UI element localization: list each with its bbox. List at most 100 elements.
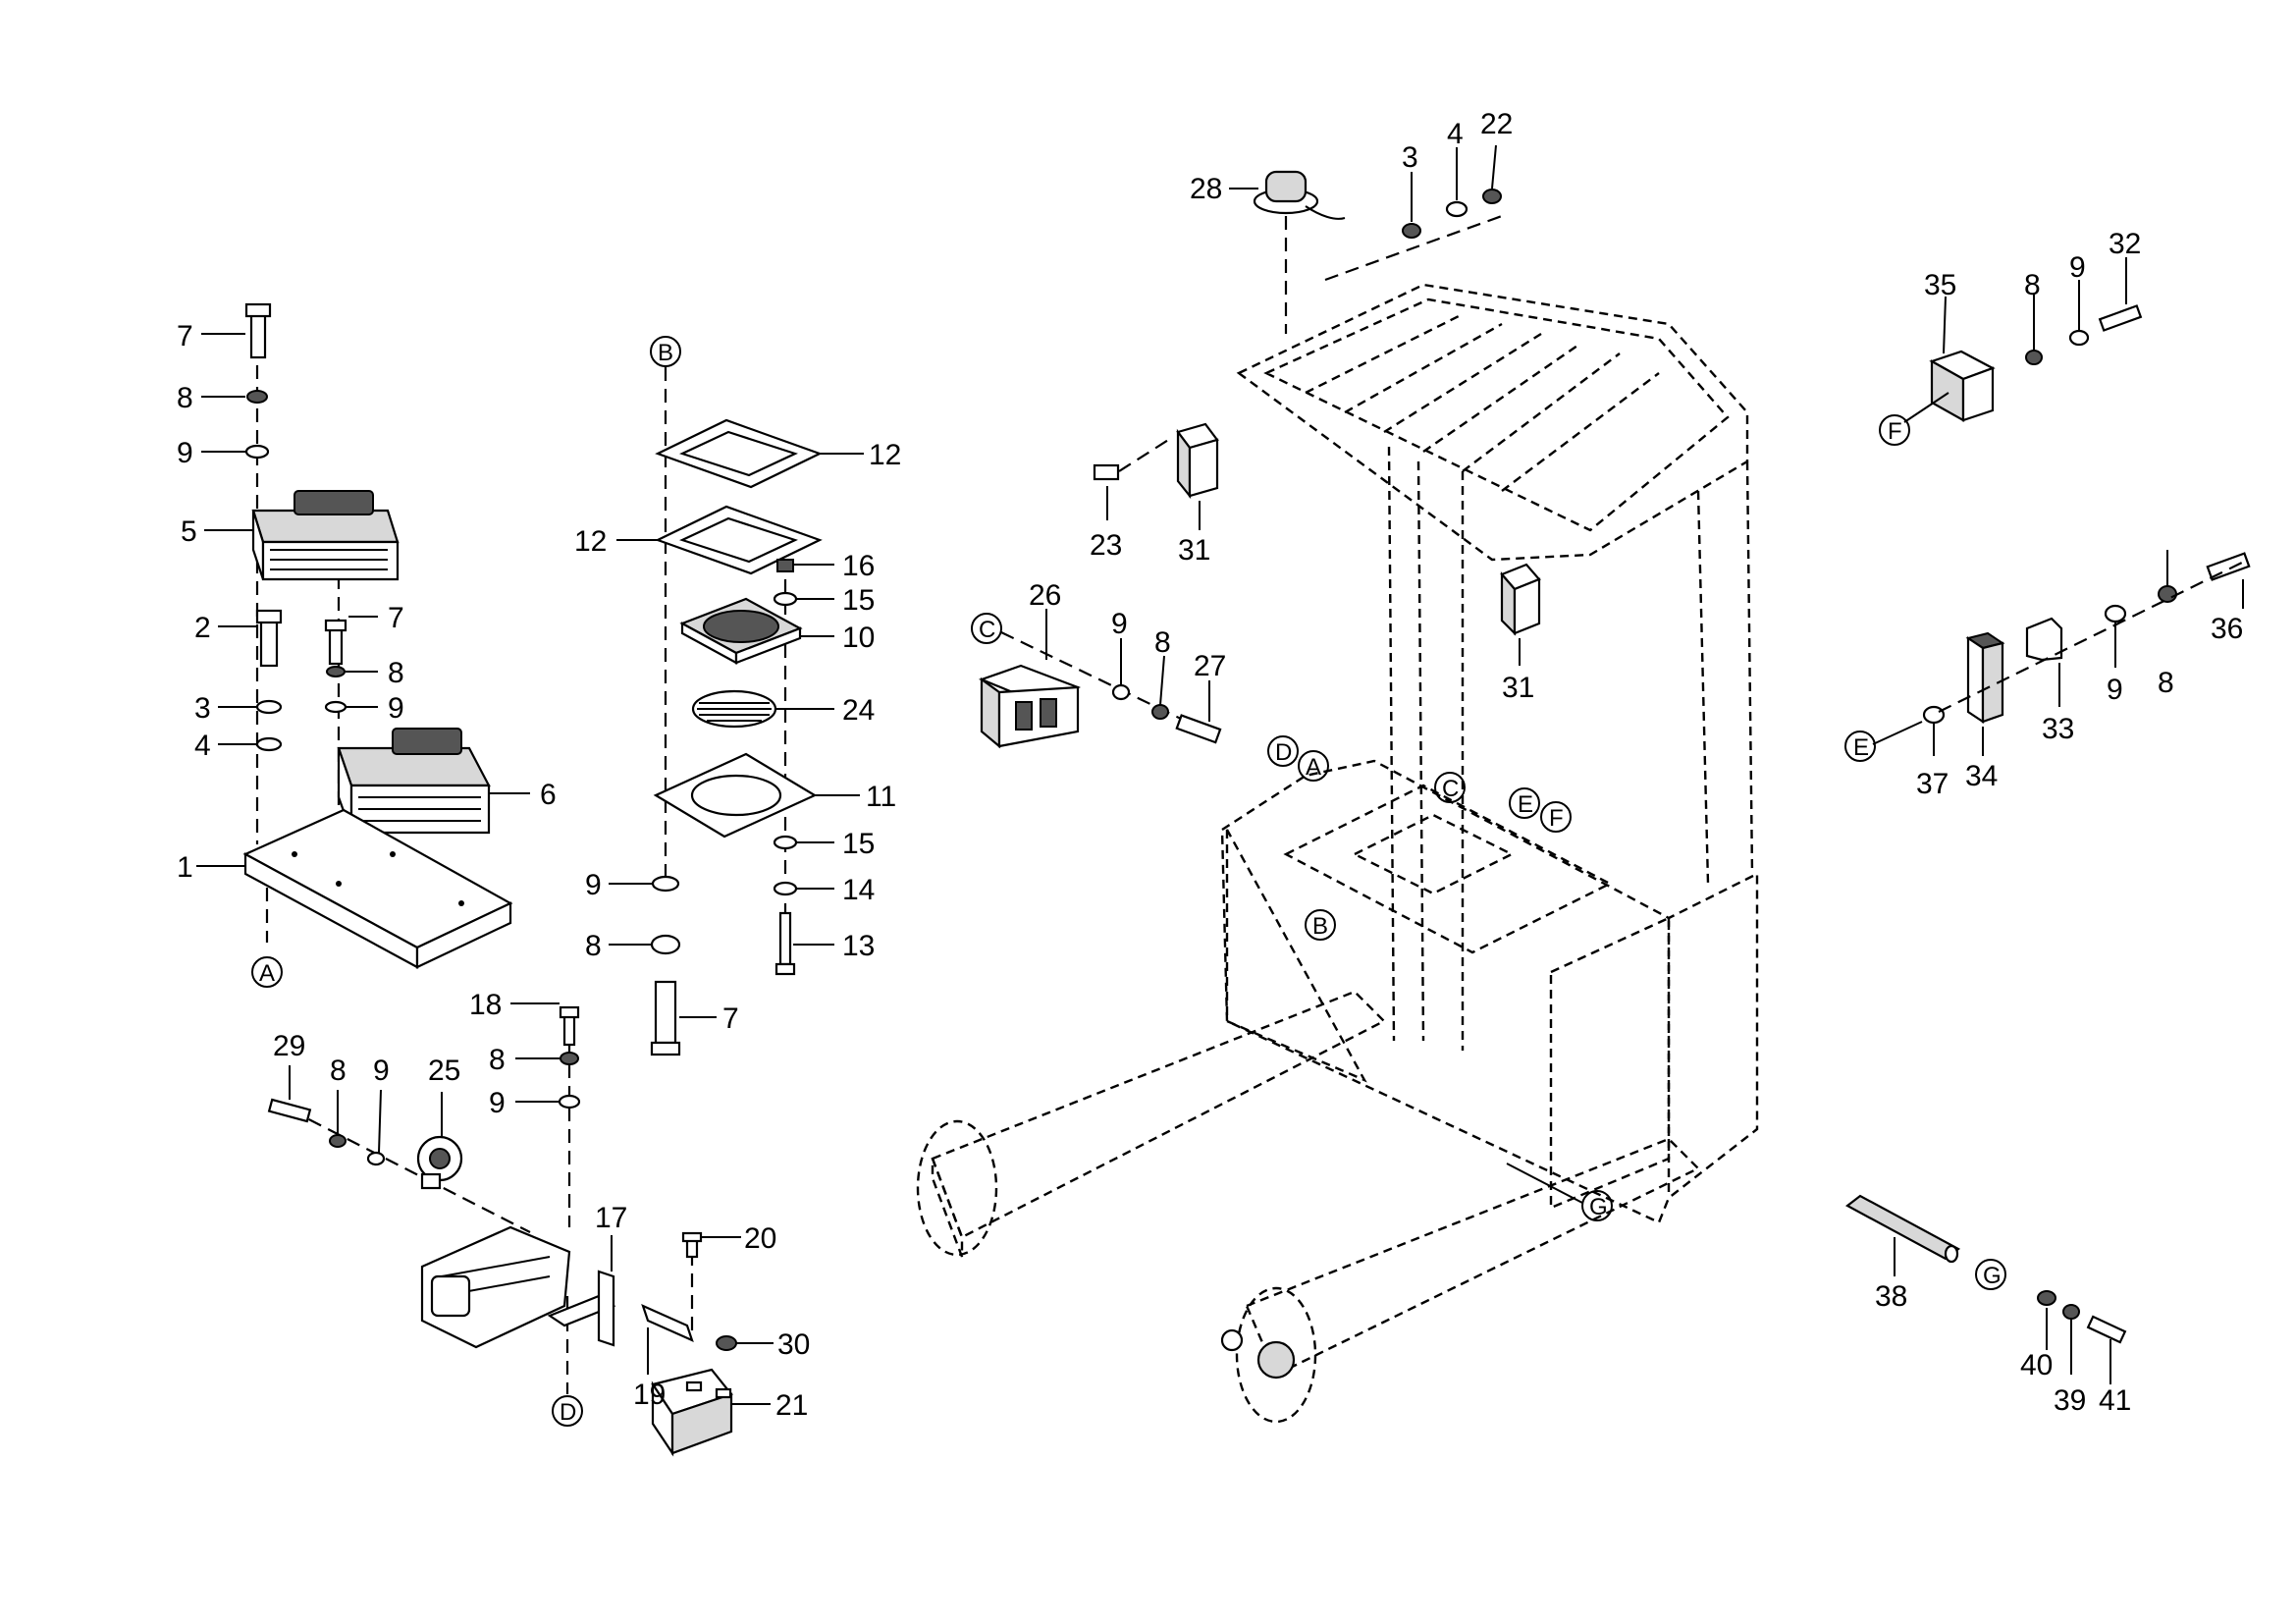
label-10: 10 (842, 622, 875, 654)
ref-marker-c (971, 613, 1002, 644)
ref-marker-b (650, 336, 681, 367)
contactor-21 (651, 1368, 733, 1457)
ref-label-c: C (979, 617, 995, 643)
ref-label-c2: C (1442, 776, 1459, 802)
ref-label-e: E (1853, 734, 1869, 761)
ref-marker-d (552, 1395, 583, 1427)
fan-assembly: B (574, 336, 901, 1056)
label-30: 30 (777, 1328, 810, 1361)
label-29: 29 (273, 1030, 305, 1062)
label-8: 8 (330, 1055, 347, 1087)
label-9: 9 (388, 692, 404, 725)
controller-6 (337, 728, 491, 835)
label-8: 8 (1154, 626, 1171, 659)
label-5: 5 (181, 515, 197, 548)
label-3: 3 (1402, 141, 1418, 174)
label-36: 36 (2211, 613, 2243, 645)
label-17: 17 (595, 1202, 627, 1234)
label-22: 22 (1480, 108, 1513, 140)
label-8: 8 (177, 382, 193, 414)
ref-label-b2: B (1312, 913, 1328, 940)
label-19: 19 (633, 1379, 666, 1411)
label-8: 8 (2024, 269, 2041, 301)
ref-label-d: D (560, 1399, 576, 1426)
horn-contactor-assembly: 18 8 9 29 8 9 25 17 20 30 19 21 D (267, 989, 810, 1457)
label-24: 24 (842, 694, 875, 727)
label-8: 8 (388, 657, 404, 689)
label-38: 38 (1875, 1280, 1907, 1313)
ref-marker-e (1844, 731, 1876, 762)
label-40: 40 (2020, 1349, 2053, 1381)
controller-26-assembly: C 26 9 8 27 (971, 579, 1226, 749)
beacon-assembly: 28 3 4 22 (1190, 108, 1513, 334)
connector-block (420, 1225, 571, 1349)
label-28: 28 (1190, 173, 1222, 205)
label-15: 15 (842, 584, 875, 617)
label-2: 2 (194, 612, 211, 644)
label-27: 27 (1194, 650, 1226, 682)
ref-label-e2: E (1518, 791, 1533, 818)
work-lights: 23 31 31 (1090, 422, 1541, 704)
ref-label-g2: G (1589, 1194, 1608, 1220)
label-8: 8 (489, 1044, 506, 1076)
label-9: 9 (1111, 608, 1128, 640)
label-41: 41 (2099, 1384, 2131, 1417)
fan-10 (679, 597, 803, 665)
label-9: 9 (489, 1087, 506, 1119)
label-34: 34 (1965, 760, 1998, 792)
label-33: 33 (2042, 713, 2074, 745)
label-26: 26 (1029, 579, 1061, 612)
ref-label-b: B (658, 340, 673, 366)
label-25: 25 (428, 1055, 460, 1087)
ref-marker-g (1975, 1259, 2006, 1290)
label-4: 4 (194, 730, 211, 762)
ref-marker-a (251, 956, 283, 988)
frame-ref-markers: D A C E F B G (1267, 735, 1613, 1221)
label-7: 7 (388, 602, 404, 634)
label-4: 4 (1447, 118, 1464, 150)
label-21: 21 (775, 1389, 808, 1422)
label-8: 8 (2158, 667, 2174, 699)
ref-label-a: A (259, 960, 275, 987)
ref-marker-f (1879, 414, 1910, 446)
label-16: 16 (842, 550, 875, 582)
label-18: 18 (469, 989, 502, 1021)
unit-34-assembly: 36 8 9 33 34 37 E (1844, 550, 2251, 800)
label-7: 7 (177, 320, 193, 352)
ref-label-d2: D (1275, 739, 1292, 766)
label-7: 7 (722, 1002, 739, 1035)
mounting-plate-1 (242, 808, 513, 969)
label-31: 31 (1178, 534, 1210, 567)
label-12: 12 (574, 525, 607, 558)
ref-label-g: G (1983, 1263, 2002, 1289)
axle-38-assembly: 38 40 39 41 G (1844, 1194, 2131, 1417)
label-9: 9 (2069, 251, 2086, 284)
ref-label-a2: A (1306, 754, 1321, 781)
label-31: 31 (1502, 672, 1534, 704)
label-14: 14 (842, 874, 875, 906)
label-8: 8 (585, 930, 602, 962)
label-9: 9 (373, 1055, 390, 1087)
label-6: 6 (540, 779, 557, 811)
ref-label-f: F (1888, 418, 1902, 445)
label-11: 11 (866, 781, 896, 813)
switch-35-assembly: 35 8 9 32 F (1879, 228, 2143, 446)
label-37: 37 (1916, 768, 1949, 800)
label-15: 15 (842, 828, 875, 860)
label-32: 32 (2109, 228, 2141, 260)
label-9: 9 (177, 437, 193, 469)
label-20: 20 (744, 1222, 776, 1255)
label-23: 23 (1090, 529, 1122, 562)
label-1: 1 (177, 851, 193, 884)
label-9: 9 (2107, 674, 2123, 706)
label-35: 35 (1924, 269, 1956, 301)
label-9: 9 (585, 869, 602, 901)
label-12: 12 (869, 439, 901, 471)
label-39: 39 (2054, 1384, 2086, 1417)
label-3: 3 (194, 692, 211, 725)
controller-5 (251, 490, 400, 581)
truck-frame (916, 283, 1759, 1424)
ref-label-f2: F (1549, 805, 1564, 832)
controller-assembly: 7 8 9 5 2 3 4 7 8 9 6 1 A (177, 302, 557, 988)
